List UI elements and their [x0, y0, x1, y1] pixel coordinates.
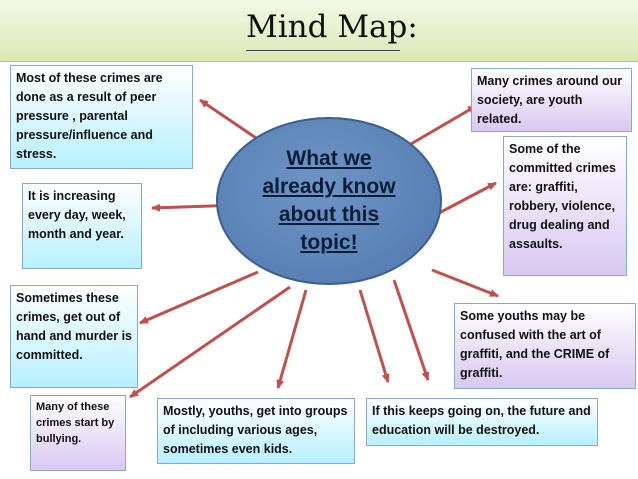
arrow-to-groups [276, 289, 308, 389]
arrow-to-graffiti [392, 279, 430, 381]
node-text: Most of these crimes are done as a resul… [16, 71, 163, 161]
node-increasing: It is increasing every day, week, month … [22, 183, 142, 269]
node-text: Mostly, youths, get into groups of inclu… [163, 404, 348, 456]
node-text: If this keeps going on, the future and e… [372, 404, 591, 437]
node-graffiti: Some youths may be confused with the art… [454, 303, 636, 389]
node-text: Sometimes these crimes, get out of hand … [16, 291, 132, 362]
center-text: What we already know about this topic! [262, 147, 396, 254]
node-murder: Sometimes these crimes, get out of hand … [10, 285, 138, 388]
node-groups: Mostly, youths, get into groups of inclu… [157, 398, 355, 464]
center-ellipse: What we already know about this topic! [216, 117, 442, 285]
arrow-to-murder [139, 270, 259, 325]
node-future: If this keeps going on, the future and e… [366, 398, 598, 446]
node-peer-pressure: Most of these crimes are done as a resul… [10, 65, 193, 169]
node-text: It is increasing every day, week, month … [28, 189, 126, 241]
node-text: Some youths may be confused with the art… [460, 309, 610, 380]
node-bullying: Many of these crimes start by bullying. [30, 395, 126, 471]
node-youth-related: Many crimes around our society, are yout… [471, 68, 632, 132]
node-committed: Some of the committed crimes are: graffi… [503, 136, 627, 276]
node-text: Some of the committed crimes are: graffi… [509, 142, 616, 251]
node-text: Many of these crimes start by bullying. [36, 401, 115, 445]
arrow-to-future [358, 289, 390, 383]
header-banner [0, 0, 638, 62]
arrow-to-peer-pressure [199, 98, 263, 144]
page-title: Mind Map: [246, 6, 418, 51]
node-text: Many crimes around our society, are yout… [477, 74, 623, 126]
arrow-to-bullying [129, 285, 291, 399]
arrow-to-right-lower [431, 268, 499, 298]
arrow-to-youth-related [403, 104, 477, 150]
